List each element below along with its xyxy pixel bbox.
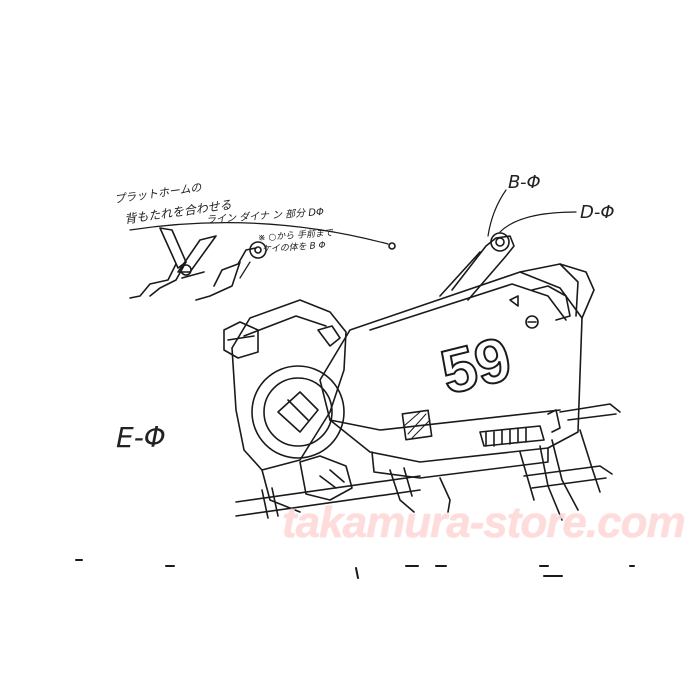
- watermark: takamura-store.com: [282, 498, 686, 547]
- vehicle-drawing: [223, 232, 621, 521]
- vehicle-number: 59: [434, 324, 518, 408]
- leader-b: [487, 189, 507, 237]
- leader-d: [499, 211, 577, 233]
- sheet-marks: [75, 559, 635, 579]
- part-sketch: [129, 222, 396, 301]
- label-e: E-Φ: [116, 421, 166, 454]
- label-b: B-Φ: [508, 172, 541, 193]
- label-d: D-Φ: [580, 202, 615, 223]
